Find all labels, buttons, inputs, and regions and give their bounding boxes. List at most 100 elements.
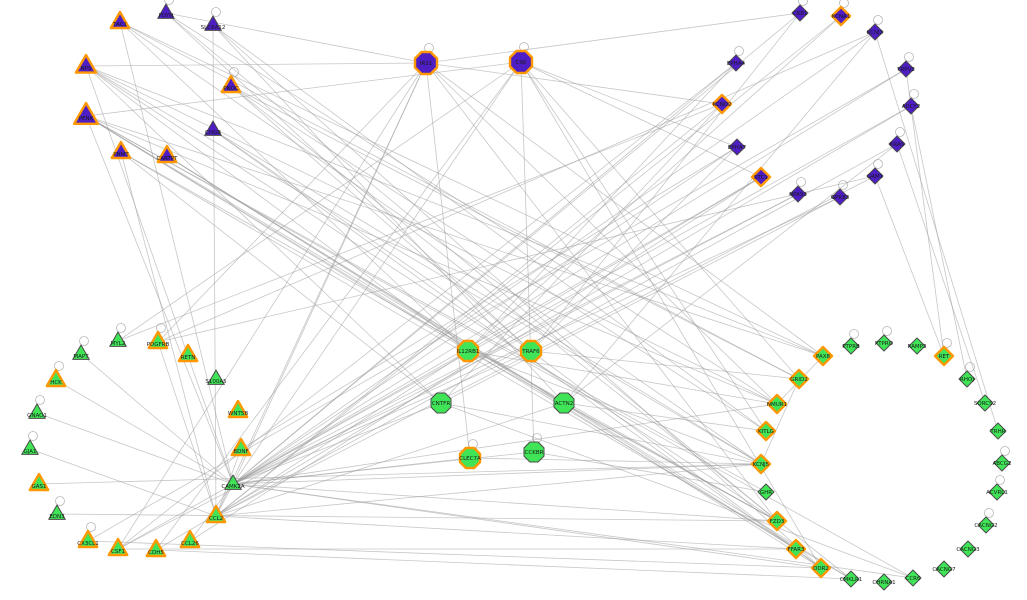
graph-node-crb1[interactable]: CRB1: [791, 4, 809, 22]
graph-node-cckbr[interactable]: CCKBR: [523, 441, 545, 463]
diamond-node-shape[interactable]: [842, 337, 860, 355]
triangle-node-shape[interactable]: [177, 343, 199, 363]
diamond-node-shape[interactable]: [788, 368, 810, 390]
graph-node-abcg2[interactable]: ABCG2: [992, 454, 1012, 472]
triangle-node-shape[interactable]: [74, 53, 98, 74]
diamond-node-shape[interactable]: [789, 185, 807, 203]
triangle-node-shape[interactable]: [204, 15, 222, 31]
diamond-node-shape[interactable]: [830, 5, 852, 27]
graph-node-grm1[interactable]: GRM1: [866, 167, 884, 185]
diamond-node-shape[interactable]: [897, 60, 915, 78]
diamond-node-shape[interactable]: [933, 345, 955, 367]
graph-node-cmklr1[interactable]: CMKLR1: [840, 570, 863, 588]
graph-node-grid2[interactable]: GRID2: [788, 368, 810, 390]
graph-node-npas3[interactable]: NPAS3: [789, 185, 807, 203]
graph-node-mapt[interactable]: MAPT: [72, 344, 90, 360]
graph-node-cx3cl1[interactable]: CX3CL1: [77, 529, 99, 549]
octagon-node-shape[interactable]: [523, 441, 545, 463]
graph-node-edn3[interactable]: EDN3: [48, 504, 66, 520]
diamond-node-shape[interactable]: [902, 97, 920, 115]
octagon-node-shape[interactable]: [553, 392, 575, 414]
graph-node-trhr[interactable]: TRHR: [989, 422, 1007, 440]
graph-node-ccr6[interactable]: CCR6: [904, 569, 922, 587]
graph-node-chgb[interactable]: CHGB: [204, 120, 222, 136]
graph-node-rhoj[interactable]: RHOJ: [958, 370, 976, 388]
graph-node-csk[interactable]: CSK: [508, 49, 534, 75]
triangle-node-shape[interactable]: [28, 403, 46, 419]
graph-node-traf6[interactable]: TRAF6: [519, 339, 543, 363]
octagon-node-shape[interactable]: [413, 50, 439, 76]
graph-node-penk[interactable]: PENK: [72, 101, 100, 126]
graph-node-gpr83[interactable]: GPR83: [831, 188, 850, 206]
diamond-node-shape[interactable]: [791, 4, 809, 22]
graph-node-ramp3[interactable]: RAMP3: [908, 337, 927, 355]
graph-node-actn2[interactable]: ACTN2: [553, 392, 575, 414]
diamond-node-shape[interactable]: [904, 569, 922, 587]
triangle-node-shape[interactable]: [72, 344, 90, 360]
graph-node-cntfr[interactable]: CNTFR: [430, 392, 452, 414]
diamond-node-shape[interactable]: [812, 345, 834, 367]
graph-node-tac1[interactable]: TAC1: [109, 10, 131, 30]
triangle-node-shape[interactable]: [224, 474, 242, 490]
graph-node-kcnd2[interactable]: KCND2: [711, 93, 733, 115]
graph-node-irs1[interactable]: IRS1: [413, 50, 439, 76]
diamond-node-shape[interactable]: [875, 573, 893, 591]
diamond-node-shape[interactable]: [766, 510, 788, 532]
triangle-node-shape[interactable]: [21, 439, 39, 455]
graph-node-ret[interactable]: RET: [933, 345, 955, 367]
graph-node-clec7a[interactable]: CLEC7A: [458, 446, 482, 470]
diamond-node-shape[interactable]: [831, 188, 849, 206]
graph-node-kras[interactable]: KRAS: [888, 135, 906, 153]
diamond-node-shape[interactable]: [875, 334, 893, 352]
graph-node-chrna1[interactable]: CHRNA1: [872, 573, 896, 591]
triangle-node-shape[interactable]: [156, 144, 178, 164]
diamond-node-shape[interactable]: [888, 135, 906, 153]
triangle-node-shape[interactable]: [110, 140, 132, 160]
graph-node-ddr2[interactable]: DDR2: [810, 557, 832, 579]
triangle-node-shape[interactable]: [230, 437, 252, 457]
graph-node-hck[interactable]: HCK: [45, 368, 67, 388]
triangle-node-shape[interactable]: [45, 368, 67, 388]
octagon-node-shape[interactable]: [430, 392, 452, 414]
diamond-node-shape[interactable]: [908, 337, 926, 355]
triangle-node-shape[interactable]: [204, 120, 222, 136]
diamond-node-shape[interactable]: [989, 422, 1007, 440]
graph-node-kcnj5[interactable]: KCNJ5: [750, 453, 772, 475]
graph-node-cacng3[interactable]: CACNG3: [956, 540, 980, 558]
triangle-node-shape[interactable]: [220, 74, 242, 94]
triangle-node-shape[interactable]: [147, 330, 169, 350]
octagon-node-shape[interactable]: [519, 339, 543, 363]
graph-node-il12rb1[interactable]: IL12RB1: [456, 339, 480, 363]
graph-node-ptpro[interactable]: PTPRO: [875, 334, 894, 352]
diamond-node-shape[interactable]: [959, 540, 977, 558]
diamond-node-shape[interactable]: [766, 393, 788, 415]
octagon-node-shape[interactable]: [508, 49, 534, 75]
diamond-node-shape[interactable]: [993, 454, 1011, 472]
diamond-node-shape[interactable]: [727, 54, 745, 72]
graph-node-wnt5b[interactable]: WNT5B: [227, 399, 249, 419]
graph-node-gja1[interactable]: GJA1: [21, 439, 39, 455]
diamond-node-shape[interactable]: [866, 23, 884, 41]
diamond-node-shape[interactable]: [977, 516, 995, 534]
graph-node-nmur1[interactable]: NMUR1: [766, 393, 788, 415]
diamond-node-shape[interactable]: [785, 538, 807, 560]
diamond-node-shape[interactable]: [728, 138, 746, 156]
graph-node-acvrl1[interactable]: ACVRL1: [986, 483, 1008, 501]
diamond-node-shape[interactable]: [935, 560, 953, 578]
graph-node-pdyn[interactable]: PDYN: [157, 3, 175, 19]
triangle-node-shape[interactable]: [157, 3, 175, 19]
graph-node-cartpt[interactable]: CARTPT: [156, 144, 178, 164]
graph-node-kitlg[interactable]: KITLG: [755, 420, 777, 442]
diamond-node-shape[interactable]: [810, 557, 832, 579]
graph-node-epha7[interactable]: EPHA7: [728, 138, 747, 156]
diamond-node-shape[interactable]: [755, 420, 777, 442]
octagon-node-shape[interactable]: [456, 339, 480, 363]
graph-node-gas1[interactable]: GAS1: [28, 472, 50, 492]
graph-node-stc1[interactable]: STC1: [750, 166, 772, 188]
triangle-node-shape[interactable]: [205, 504, 227, 524]
diamond-node-shape[interactable]: [988, 483, 1006, 501]
graph-node-s100a5[interactable]: S100A5: [205, 369, 227, 385]
diamond-node-shape[interactable]: [750, 166, 772, 188]
graph-node-adcy2[interactable]: ADCY2: [902, 97, 921, 115]
